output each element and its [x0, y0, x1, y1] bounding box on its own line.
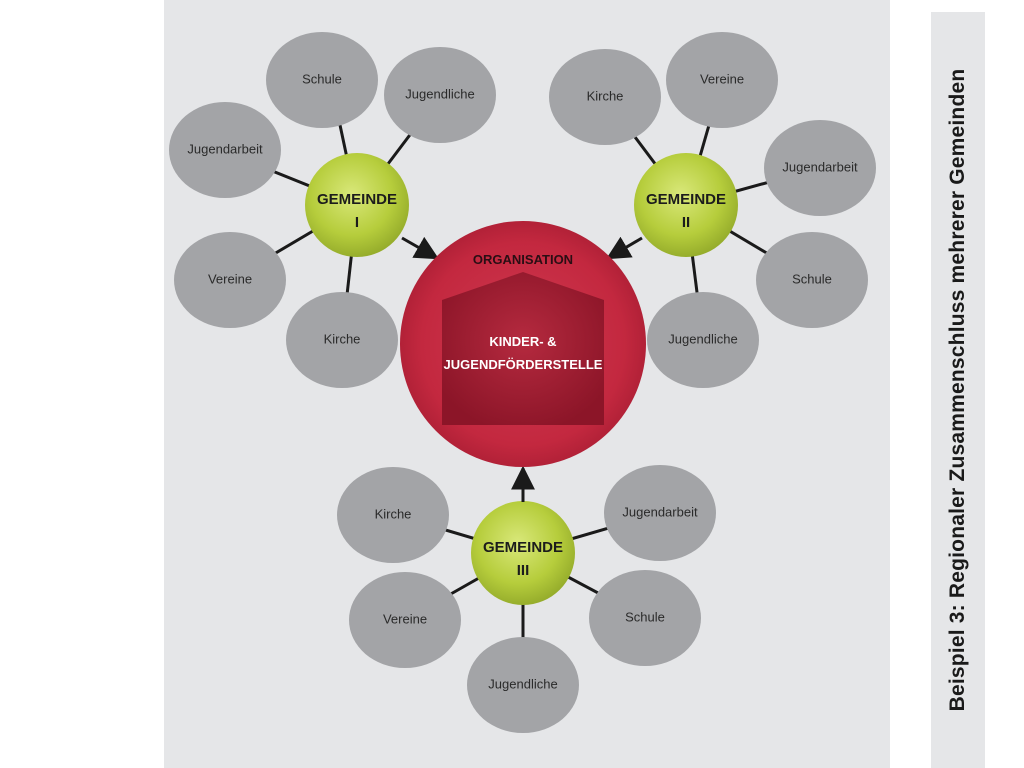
- satellite-label: Vereine: [208, 271, 252, 286]
- satellite-label: Jugendarbeit: [782, 159, 858, 174]
- arrow-gemeinde-2-to-organisation: [605, 236, 643, 260]
- gemeinde-2-hub: [634, 153, 738, 257]
- satellite-label: Jugendarbeit: [187, 141, 263, 156]
- gemeinde-1-label: GEMEINDE: [317, 191, 397, 208]
- gemeinde-1-numeral: I: [355, 214, 359, 231]
- gemeinde-1-satellite-vereine: Vereine: [174, 232, 286, 328]
- gemeinde-3-label: GEMEINDE: [483, 539, 563, 556]
- gemeinde-1-satellite-jugendarbeit: Jugendarbeit: [169, 102, 281, 198]
- satellite-label: Schule: [792, 271, 832, 286]
- gemeinde-3-hub: [471, 501, 575, 605]
- gemeinde-2-satellite-schule: Schule: [756, 232, 868, 328]
- satellite-label: Kirche: [587, 88, 624, 103]
- gemeinde-2-numeral: II: [682, 214, 690, 231]
- gemeinde-1-satellite-jugendliche: Jugendliche: [384, 47, 496, 143]
- satellite-label: Kirche: [324, 331, 361, 346]
- gemeinde-1-satellite-kirche: Kirche: [286, 292, 398, 388]
- gemeinde-3-group: Kirche Jugendarbeit Vereine Schule Jugen…: [337, 465, 716, 733]
- satellite-label: Schule: [302, 71, 342, 86]
- gemeinde-2-label: GEMEINDE: [646, 191, 726, 208]
- gemeinde-1-hub: [305, 153, 409, 257]
- organisation-line-1: KINDER- &: [489, 334, 556, 349]
- arrow-gemeinde-1-to-organisation: [401, 236, 440, 260]
- satellite-label: Jugendliche: [668, 331, 737, 346]
- gemeinde-3-satellite-schule: Schule: [589, 570, 701, 666]
- gemeinde-3-satellite-vereine: Vereine: [349, 572, 461, 668]
- side-title: Beispiel 3: Regionaler Zusammenschluss m…: [946, 68, 969, 712]
- gemeinde-3-satellite-jugendarbeit: Jugendarbeit: [604, 465, 716, 561]
- side-title-box: [931, 12, 985, 768]
- satellite-label: Vereine: [700, 71, 744, 86]
- satellite-label: Jugendarbeit: [622, 504, 698, 519]
- satellite-label: Vereine: [383, 611, 427, 626]
- gemeinde-2-satellite-kirche: Kirche: [549, 49, 661, 145]
- gemeinde-1-group: Schule Jugendliche Jugendarbeit Vereine …: [169, 32, 496, 388]
- gemeinde-3-numeral: III: [517, 562, 530, 579]
- organisation-title: ORGANISATION: [473, 252, 573, 267]
- gemeinde-2-satellite-vereine: Vereine: [666, 32, 778, 128]
- satellite-label: Jugendliche: [488, 676, 557, 691]
- house-icon: [442, 272, 604, 425]
- satellite-label: Kirche: [375, 506, 412, 521]
- gemeinde-3-satellite-jugendliche: Jugendliche: [467, 637, 579, 733]
- gemeinde-3-satellite-kirche: Kirche: [337, 467, 449, 563]
- organisation-node: ORGANISATION KINDER- & JUGENDFÖRDERSTELL…: [400, 221, 646, 467]
- gemeinde-2-satellite-jugendarbeit: Jugendarbeit: [764, 120, 876, 216]
- gemeinde-2-group: Kirche Vereine Jugendarbeit Schule Jugen…: [549, 32, 876, 388]
- satellite-label: Jugendliche: [405, 86, 474, 101]
- gemeinde-2-satellite-jugendliche: Jugendliche: [647, 292, 759, 388]
- gemeinde-1-satellite-schule: Schule: [266, 32, 378, 128]
- organisation-line-2: JUGENDFÖRDERSTELLE: [444, 357, 603, 372]
- satellite-label: Schule: [625, 609, 665, 624]
